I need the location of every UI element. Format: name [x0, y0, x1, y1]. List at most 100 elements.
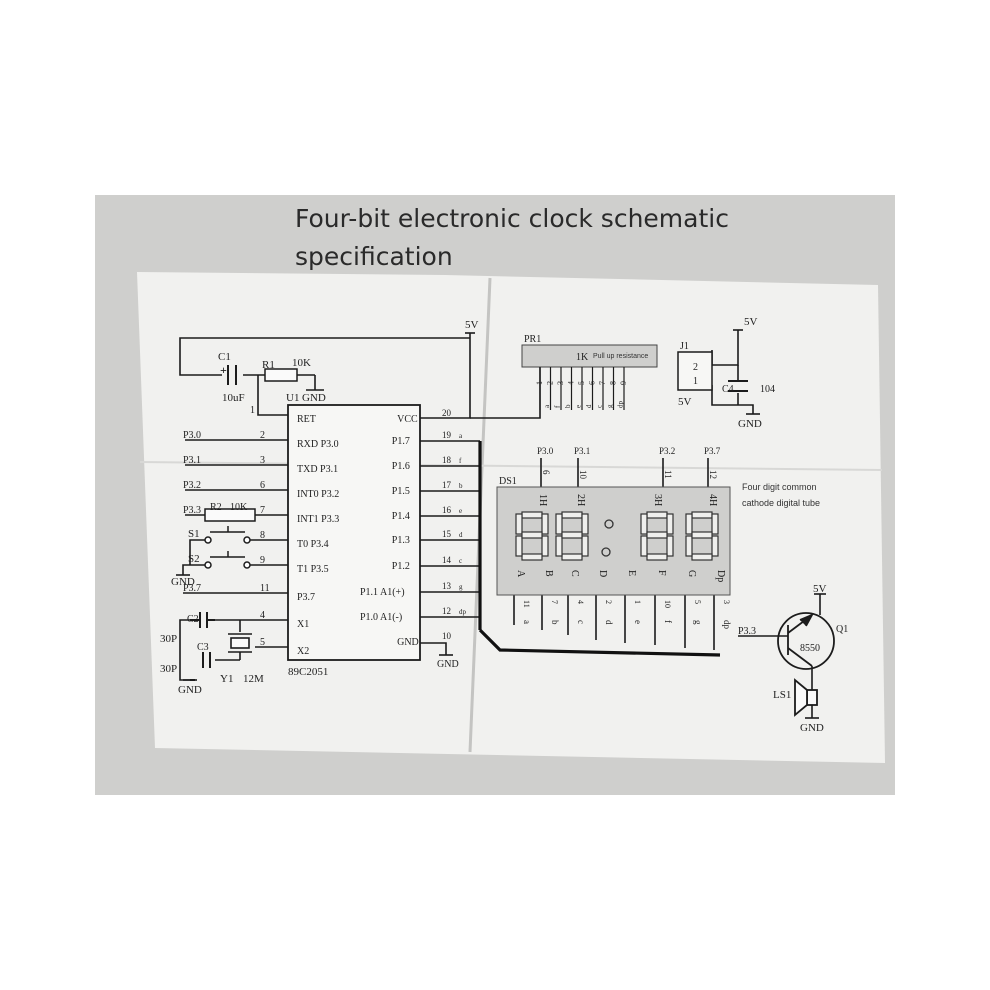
- segment-net-label: f: [663, 620, 673, 623]
- r2-ref: R2: [210, 502, 222, 513]
- u1-89c2051: [287, 404, 421, 661]
- colon-dot-upper: [604, 519, 614, 529]
- segment-letter: A: [515, 570, 526, 578]
- u1-part: 89C2051: [288, 666, 328, 678]
- segment-net-label: b: [550, 620, 560, 625]
- c1-capacitor: [227, 365, 237, 385]
- digit-segment: [541, 513, 549, 535]
- right-pin-number: 18: [442, 455, 452, 465]
- r1-ref: R1: [262, 359, 275, 371]
- right-pin-segment: f: [459, 457, 462, 465]
- c4-ref: C4: [722, 384, 734, 395]
- r2-resistor: [204, 508, 256, 522]
- c1-value: 10uF: [222, 392, 245, 404]
- pr1-pin-number: 9: [619, 381, 628, 385]
- right-pin-name: P1.6: [392, 461, 410, 472]
- s1-switch: [204, 526, 251, 544]
- right-pin-number: 15: [442, 529, 452, 539]
- digit-net-label: P3.7: [704, 446, 721, 456]
- c3-ref: C3: [197, 642, 209, 653]
- left-net-label: P3.1: [183, 455, 201, 466]
- pr1-pin-number: 5: [577, 381, 586, 385]
- segment-pin-number: 2: [604, 600, 613, 604]
- digit-segment: [515, 535, 523, 557]
- pr1-segment-label: c: [596, 405, 604, 408]
- right-pin-segment: a: [459, 432, 463, 440]
- segment-net-label: d: [604, 620, 614, 625]
- right-pin-segment: g: [459, 583, 463, 591]
- c2-capacitor: [190, 612, 215, 628]
- left-pin-number: 1: [250, 405, 255, 416]
- right-pin-segment: d: [459, 531, 463, 539]
- c3-value: 30P: [160, 663, 177, 675]
- digit-segment: [561, 511, 583, 519]
- left-net-label: P3.3: [183, 505, 201, 516]
- segment-letter: Dp: [715, 570, 726, 582]
- j1-5v-label: 5V: [678, 396, 692, 408]
- paper-fold-h: [139, 461, 883, 471]
- left-pin-number: 8: [260, 530, 265, 541]
- c1-ref: C1: [218, 351, 231, 363]
- pr1-segment-label: a: [543, 404, 551, 408]
- segment-letter: C: [569, 570, 580, 577]
- digit-segment: [581, 535, 589, 557]
- digit-segment: [640, 535, 648, 557]
- pr1-legs: [539, 367, 625, 410]
- pr1-resistor-pack: [521, 344, 658, 368]
- segment-net-label: g: [693, 620, 703, 625]
- left-pin-name: P3.7: [297, 592, 315, 603]
- right-pin-segment: dp: [459, 608, 467, 616]
- segment-pin-number: 3: [722, 600, 731, 604]
- c3-capacitor: [190, 652, 211, 681]
- left-pin-name: INT0 P3.2: [297, 489, 339, 500]
- c2-value: 30P: [160, 633, 177, 645]
- q1-transistor: [777, 612, 835, 670]
- left-pin-name: X1: [297, 619, 309, 630]
- j1-ref: J1: [680, 341, 689, 352]
- s2-switch: [204, 551, 251, 569]
- segment-net-label: a: [522, 620, 532, 624]
- left-pin-number: 3: [260, 455, 265, 466]
- left-pin-number: 6: [260, 480, 265, 491]
- c4-capacitor: [728, 380, 748, 392]
- digit-segment: [646, 511, 668, 519]
- right-pin-number: 14: [442, 555, 452, 565]
- segment-pin-number: 5: [693, 600, 702, 604]
- left-pin-number: 11: [260, 583, 270, 594]
- c2-ref: C2: [187, 614, 199, 625]
- segment-pin-number: 10: [663, 600, 672, 608]
- digit-segment: [515, 513, 523, 535]
- segment-pin-number: 1: [633, 600, 642, 604]
- pr1-value: 1K: [576, 352, 589, 363]
- digit-segment: [711, 535, 719, 557]
- left-pin-name: INT1 P3.3: [297, 514, 339, 525]
- left-pin-name: RXD P3.0: [297, 439, 339, 450]
- pr1-segment-label: d: [585, 404, 593, 408]
- right-pin-name: P1.1 A1(+): [360, 587, 405, 598]
- vcc-label-right: 5V: [744, 316, 758, 328]
- segment-pin-number: 7: [550, 600, 559, 604]
- digit-segment: [555, 513, 563, 535]
- right-pin-name: GND: [397, 637, 419, 648]
- left-pin-number: 7: [260, 505, 265, 516]
- pr1-segment-label: g: [606, 404, 614, 408]
- right-pin-number: 17: [442, 480, 452, 490]
- right-pin-number: 20: [442, 408, 452, 418]
- left-pin-name: TXD P3.1: [297, 464, 338, 475]
- ds1-note-1: Four digit common: [742, 482, 817, 492]
- pr1-pin-number: 4: [567, 381, 576, 385]
- vcc-label-top: 5V: [465, 319, 479, 331]
- colon-dot-lower: [601, 547, 611, 557]
- segment-net-label: dp: [722, 620, 732, 630]
- digit-pin-number: 12: [708, 470, 718, 479]
- digit-pin-number: 6: [541, 470, 551, 475]
- pr1-pin-number: 1: [535, 381, 544, 385]
- q1-ref: Q1: [836, 624, 848, 635]
- digit-segment: [691, 553, 713, 561]
- left-pin-number: 5: [260, 637, 265, 648]
- digit-segment: [521, 531, 543, 539]
- digit-segment: [646, 531, 668, 539]
- q1-5v-label: 5V: [813, 583, 827, 595]
